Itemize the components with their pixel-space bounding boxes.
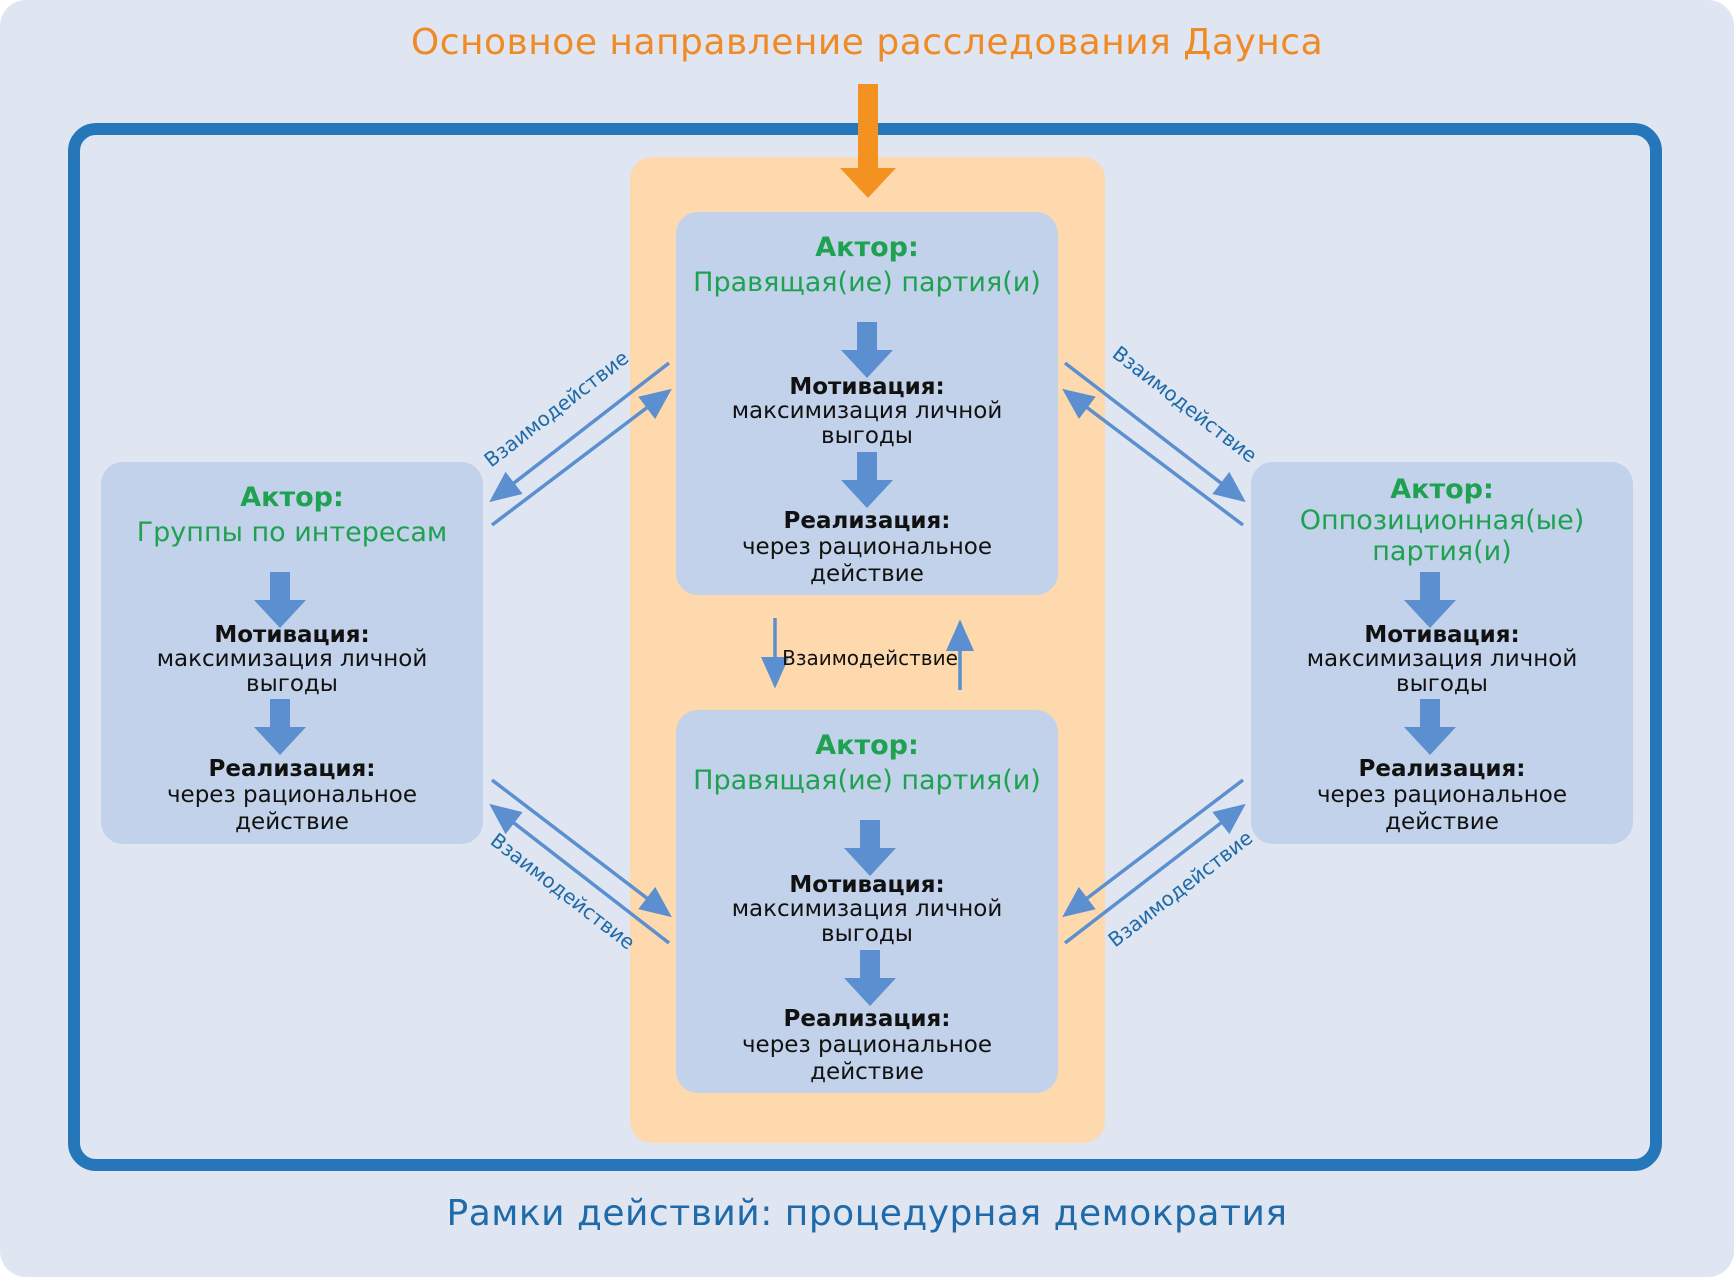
motivation-text-line: максимизация личной [731, 398, 1003, 424]
interaction-label-center: Взаимодействие [782, 646, 958, 670]
motivation-heading: Мотивация: [789, 374, 945, 400]
actor-label: Актор: [1390, 474, 1494, 505]
actor-box-ruling-top: Актор: Правящая(ие) партия(и) Мотивация:… [676, 212, 1058, 595]
motivation-text-line: максимизация личной [156, 646, 428, 672]
realization-text-line: действие [1385, 809, 1499, 835]
interaction-label: Взаимодействие [486, 828, 640, 955]
motivation-heading: Мотивация: [1364, 622, 1520, 648]
interaction-arrow [490, 388, 672, 527]
actor-name: Группы по интересам [136, 517, 448, 548]
down-arrow-icon [1404, 699, 1456, 755]
down-arrow-icon [254, 572, 306, 628]
motivation-text-line: выгоды [821, 921, 913, 947]
down-arrow-icon [841, 452, 893, 508]
actor-name: Правящая(ие) партия(и) [693, 267, 1041, 298]
realization-text-line: действие [235, 809, 349, 835]
interaction-arrow [1062, 388, 1245, 527]
down-arrow-icon [844, 820, 896, 876]
realization-text-line: через рациональное [1316, 782, 1568, 808]
realization-text-line: через рациональное [166, 782, 418, 808]
down-arrow-icon [844, 950, 896, 1006]
realization-heading: Реализация: [783, 1006, 951, 1032]
interaction-arrow [490, 778, 672, 918]
realization-heading: Реализация: [783, 508, 951, 534]
motivation-text-line: максимизация личной [731, 896, 1003, 922]
actor-box-opposition: Актор: Оппозиционная(ые) партия(и) Мотив… [1251, 462, 1633, 844]
actor-name: партия(и) [1372, 536, 1512, 567]
actor-label: Актор: [815, 730, 919, 761]
realization-heading: Реализация: [1358, 756, 1526, 782]
realization-text-line: через рациональное [741, 1032, 993, 1058]
motivation-text-line: выгоды [821, 423, 913, 449]
motivation-heading: Мотивация: [789, 872, 945, 898]
motivation-heading: Мотивация: [214, 622, 370, 648]
down-arrow-icon [1404, 572, 1456, 628]
motivation-text-line: выгоды [246, 671, 338, 697]
actor-name: Правящая(ие) партия(и) [693, 765, 1041, 796]
interaction-arrow [1062, 778, 1245, 918]
realization-text-line: действие [810, 1059, 924, 1085]
interaction-arrow [489, 361, 671, 503]
diagram-title: Основное направление расследования Даунс… [410, 22, 1324, 63]
actor-box-ruling-bottom: Актор: Правящая(ие) партия(и) Мотивация:… [676, 710, 1058, 1093]
realization-text-line: через рациональное [741, 534, 993, 560]
down-arrow-icon [841, 322, 893, 378]
interaction-arrow [489, 803, 671, 945]
interaction-label: Взаимодействие [1103, 825, 1257, 952]
frame-caption: Рамки действий: процедурная демократия [446, 1193, 1288, 1234]
actor-label: Актор: [815, 232, 919, 263]
realization-text-line: действие [810, 561, 924, 587]
realization-heading: Реализация: [208, 756, 376, 782]
actor-label: Актор: [240, 482, 344, 513]
down-arrow-icon [254, 699, 306, 755]
interaction-label: Взаимодействие [1108, 341, 1262, 468]
interaction-arrow [1063, 803, 1246, 945]
actor-box-interest-groups: Актор: Группы по интересам Мотивация: ма… [101, 462, 483, 844]
motivation-text-line: максимизация личной [1306, 646, 1578, 672]
focus-arrow-icon [840, 84, 896, 198]
motivation-text-line: выгоды [1396, 671, 1488, 697]
interaction-arrow [1063, 361, 1246, 503]
actor-name: Оппозиционная(ые) [1299, 505, 1585, 536]
